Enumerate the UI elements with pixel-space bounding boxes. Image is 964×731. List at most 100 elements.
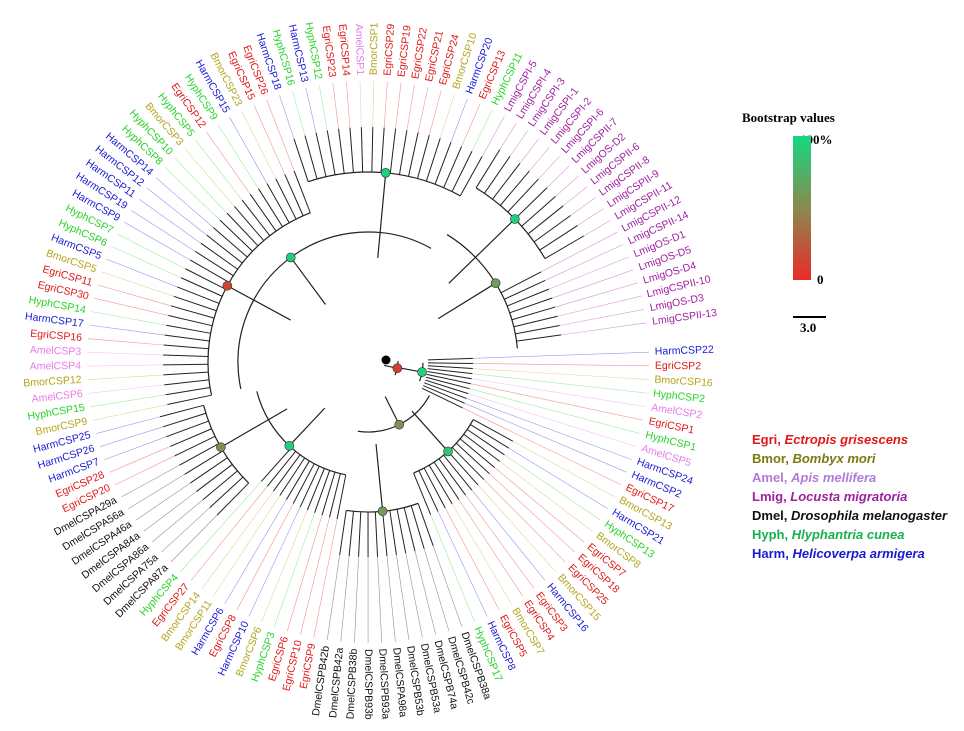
leaf-branch bbox=[206, 234, 243, 264]
leaf-guide-line bbox=[229, 117, 268, 184]
leaf-guide-line bbox=[465, 494, 535, 589]
leaf-branch bbox=[286, 460, 310, 500]
leaf-branch bbox=[304, 135, 318, 180]
clade-stem bbox=[227, 285, 291, 321]
leaf-branch bbox=[389, 128, 397, 174]
leaf-guide-line bbox=[468, 393, 637, 447]
leaf-guide-line bbox=[131, 210, 196, 252]
leaf-branch bbox=[321, 472, 336, 516]
leaf-branch bbox=[164, 379, 210, 386]
leaf-guide-line bbox=[87, 364, 164, 367]
leaf-guide-line bbox=[499, 123, 517, 150]
leaf-guide-line bbox=[101, 271, 174, 297]
leaf-branch bbox=[189, 259, 230, 283]
leaf-guide-line bbox=[170, 514, 218, 563]
leaf-guide-line bbox=[450, 98, 468, 143]
leaf-branch bbox=[427, 365, 473, 370]
leaf-label: DmelCSPB38b bbox=[344, 648, 359, 719]
bootstrap-min-label: 0 bbox=[817, 272, 824, 287]
leaf-branch bbox=[180, 277, 223, 297]
leaf-guide-line bbox=[88, 384, 165, 394]
leaf-guide-line bbox=[406, 84, 415, 131]
bootstrap-node bbox=[443, 446, 453, 457]
leaf-branch bbox=[167, 394, 212, 406]
leaf-guide-line bbox=[340, 556, 350, 642]
leaf-guide-line bbox=[472, 363, 649, 367]
leaf-guide-line bbox=[248, 506, 301, 617]
leaf-guide-line bbox=[152, 499, 204, 543]
species-legend: Egri, Ectropis grisescens Bmor, Bombyx m… bbox=[752, 430, 947, 563]
leaf-branch bbox=[315, 132, 327, 177]
leaf-branch bbox=[422, 385, 465, 404]
leaf-branch bbox=[168, 314, 213, 327]
leaf-branch bbox=[511, 306, 556, 321]
leaf-guide-line bbox=[87, 374, 164, 380]
leaf-branch bbox=[515, 325, 560, 335]
leaf-guide-line bbox=[405, 553, 423, 638]
species-legend-item: Harm, Helicoverpa armigera bbox=[752, 546, 925, 561]
leaf-branch bbox=[266, 451, 297, 487]
leaf-guide-line bbox=[555, 282, 638, 308]
leaf-guide-line bbox=[93, 404, 168, 421]
leaf-guide-line bbox=[279, 95, 295, 140]
leaf-guide-line bbox=[583, 219, 611, 237]
leaf-branch bbox=[196, 464, 233, 492]
leaf-branch bbox=[195, 251, 234, 277]
leaf-guide-line bbox=[224, 499, 287, 604]
clade-stem bbox=[437, 282, 496, 320]
leaf-branch bbox=[539, 225, 578, 251]
leaf-label: EgriCSP16 bbox=[30, 328, 83, 344]
leaf-guide-line bbox=[555, 175, 579, 197]
leaf-guide-line bbox=[217, 124, 259, 189]
clade-stem bbox=[290, 257, 326, 305]
leaf-guide-line bbox=[559, 309, 645, 326]
leaf-guide-line bbox=[458, 499, 524, 597]
leaf-branch bbox=[249, 193, 277, 232]
leaf-branch bbox=[173, 295, 217, 312]
leaf-guide-line bbox=[432, 545, 463, 627]
leaf-branch bbox=[212, 227, 248, 258]
leaf-guide-line bbox=[504, 454, 601, 521]
leaf-branch bbox=[514, 187, 548, 220]
leaf-guide-line bbox=[577, 208, 604, 226]
leaf-label: HyphCSP2 bbox=[653, 388, 706, 406]
leaf-branch bbox=[339, 510, 347, 556]
clade-stem bbox=[220, 408, 288, 448]
leaf-guide-line bbox=[557, 295, 642, 317]
leaf-label: AmelCSP4 bbox=[30, 360, 82, 373]
bootstrap-node bbox=[417, 367, 427, 377]
leaf-branch bbox=[326, 130, 336, 175]
species-legend-item: Egri, Ectropis grisescens bbox=[752, 432, 909, 447]
leaf-guide-line bbox=[241, 110, 277, 180]
leaf-guide-line bbox=[90, 394, 166, 408]
leaf-guide-line bbox=[552, 269, 634, 299]
leaf-guide-line bbox=[540, 231, 618, 273]
leaf-branch bbox=[466, 429, 505, 456]
leaf-branch bbox=[451, 151, 473, 192]
leaf-guide-line bbox=[164, 167, 221, 221]
leaf-guide-line bbox=[313, 518, 338, 638]
leaf-guide-line bbox=[462, 407, 621, 485]
leaf-branch bbox=[190, 457, 228, 484]
bootstrap-node bbox=[380, 168, 391, 178]
leaf-guide-line bbox=[212, 495, 281, 597]
leaf-branch bbox=[423, 467, 446, 509]
leaf-guide-line bbox=[396, 554, 410, 641]
leaf-branch bbox=[293, 138, 309, 182]
leaf-guide-line bbox=[190, 486, 268, 581]
leaf-guide-line bbox=[494, 467, 585, 543]
leaf-guide-line bbox=[117, 233, 186, 270]
leaf-guide-line bbox=[87, 352, 164, 356]
leaf-guide-line bbox=[332, 83, 339, 129]
leaf-branch bbox=[374, 511, 379, 557]
leaf-branch bbox=[459, 156, 483, 197]
leaf-branch bbox=[241, 199, 271, 236]
leaf-label: AmelCSP6 bbox=[31, 388, 84, 406]
leaf-guide-line bbox=[138, 198, 202, 244]
leaf-branch bbox=[209, 476, 244, 508]
leaf-guide-line bbox=[128, 474, 185, 509]
leaf-branch bbox=[258, 188, 283, 228]
leaf-guide-line bbox=[544, 244, 624, 281]
bootstrap-node bbox=[490, 278, 501, 288]
leaf-branch bbox=[427, 371, 472, 380]
